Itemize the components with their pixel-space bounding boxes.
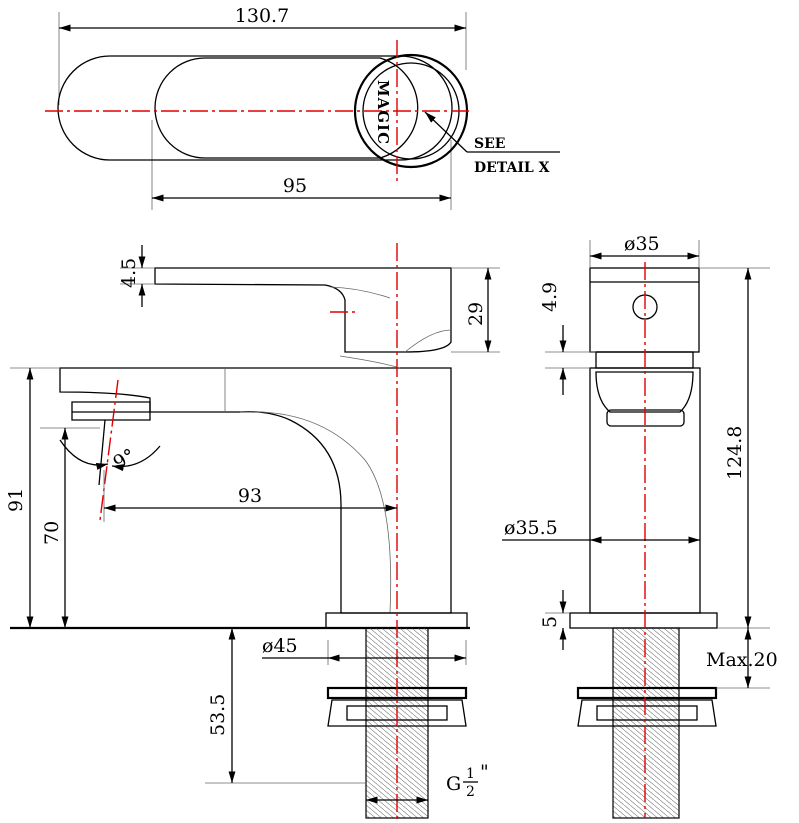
dim-overall-length-label: 130.7 [235, 5, 289, 27]
side-view: 4.5 29 9° 91 [5, 243, 500, 820]
see-label: SEE [474, 136, 505, 152]
dim-top-dia-label: ø35 [624, 233, 660, 255]
svg-text:1: 1 [466, 766, 475, 782]
dim-cap-height-label: 4.9 [539, 282, 561, 312]
body-profile [59, 367, 452, 614]
top-view: 130.7 MAGIC SEE DETAIL X 95 [45, 5, 560, 210]
lever-cap [589, 267, 700, 353]
dim-spout-angle-label: 9° [110, 444, 140, 474]
svg-text:2: 2 [466, 784, 475, 800]
dim-body-dia-label: ø35.5 [504, 517, 558, 539]
dimension-body-length: 95 [152, 175, 451, 202]
dim-total-height-label: 91 [5, 488, 27, 512]
aerator [71, 401, 151, 421]
dim-base-dia-label: ø45 [262, 635, 298, 657]
dim-body-length-label: 95 [283, 175, 307, 197]
svg-text:": " [480, 761, 489, 783]
detail-label: DETAIL X [474, 160, 550, 176]
dim-lever-height-label: 29 [465, 302, 487, 326]
brand-logo-text: MAGIC [374, 80, 392, 145]
dim-max-deck-label: Max.20 [706, 649, 778, 671]
thread-size-label: G 1 2 " [446, 761, 489, 800]
svg-text:G: G [446, 773, 461, 795]
dimension-overall-length: 130.7 [59, 5, 466, 32]
mounting-nut [327, 699, 467, 727]
front-aerator [595, 371, 694, 413]
front-base-plate [569, 612, 718, 629]
dim-spout-reach-label: 93 [238, 485, 262, 507]
front-view: ø35 4.9 124.8 ø35.5 5 Max.20 [502, 233, 778, 819]
dim-lever-thickness-label: 4.5 [118, 258, 140, 288]
front-threaded-shank [612, 627, 680, 819]
dim-overall-height-label: 124.8 [724, 426, 746, 480]
body-outline [154, 57, 419, 159]
dim-base-plate-label: 5 [539, 616, 561, 628]
lever-profile [154, 267, 452, 353]
lever-outline [57, 55, 453, 161]
dim-spout-height-label: 70 [41, 521, 63, 545]
front-mounting-nut [577, 699, 717, 727]
dim-shank-length-label: 53.5 [207, 694, 229, 736]
